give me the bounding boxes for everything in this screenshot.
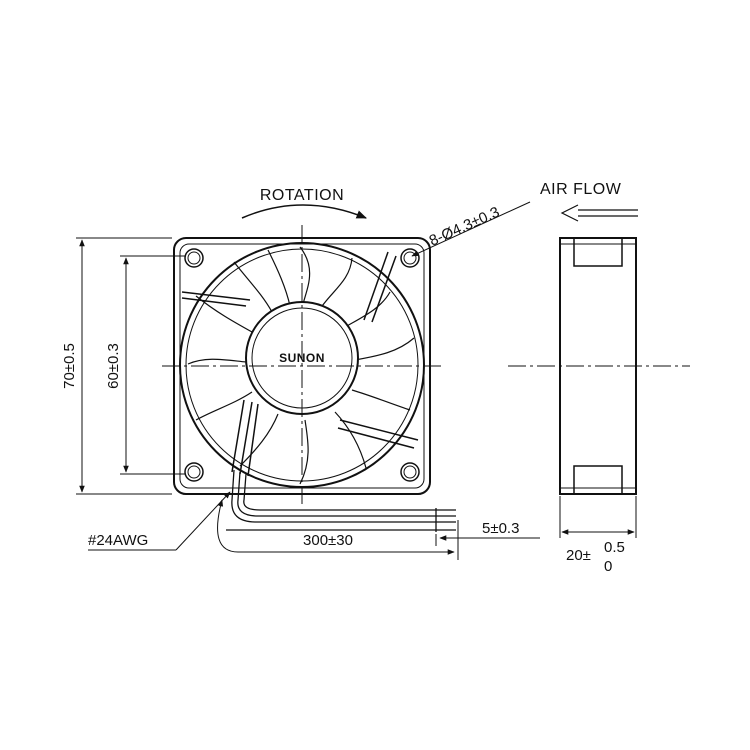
front-view: SUNON ROTATION 8-Ø4.3±0.3 70±0.5 60±0.3 [61,187,540,560]
mounting-holes [184,248,420,482]
height-inner-label: 60±0.3 [105,343,122,389]
air-flow-label: AIR FLOW [540,181,622,198]
rotation-label: ROTATION [260,187,344,204]
wire-strip-label: 5±0.3 [482,520,519,537]
depth-dim [559,496,637,538]
mount-hole-label: 8-Ø4.3±0.3 [427,204,502,250]
wire-length-arc [217,499,239,553]
depth-tol-upper: 0.5 [604,539,625,556]
wire-gauge-label: #24AWG [88,532,148,549]
mounting-hole-bottom-left [184,462,204,482]
lead-wires [226,469,456,532]
rotation-arrow [241,204,367,219]
height-outer-label: 70±0.5 [61,343,78,389]
depth-tol-lower: 0 [604,558,612,575]
air-flow-arrow [560,204,638,222]
mounting-hole-top-right [400,248,420,268]
centerlines [162,225,442,505]
mounting-hole-bottom-right [400,462,420,482]
depth-label: 20± [566,547,591,564]
mount-hole-leader [411,201,531,257]
wire-strip-dim [435,534,540,546]
side-flange-top [573,237,623,267]
mounting-hole-top-left [184,248,204,268]
fan-struts [181,251,419,477]
wire-length-label: 300±30 [303,532,353,549]
dimension-height-inner [120,255,186,475]
depth-base: 20± [566,547,591,564]
side-flange-bottom [573,465,623,495]
dimension-height-outer [76,237,172,495]
side-view: AIR FLOW 20± 0.5 0 [508,181,690,575]
